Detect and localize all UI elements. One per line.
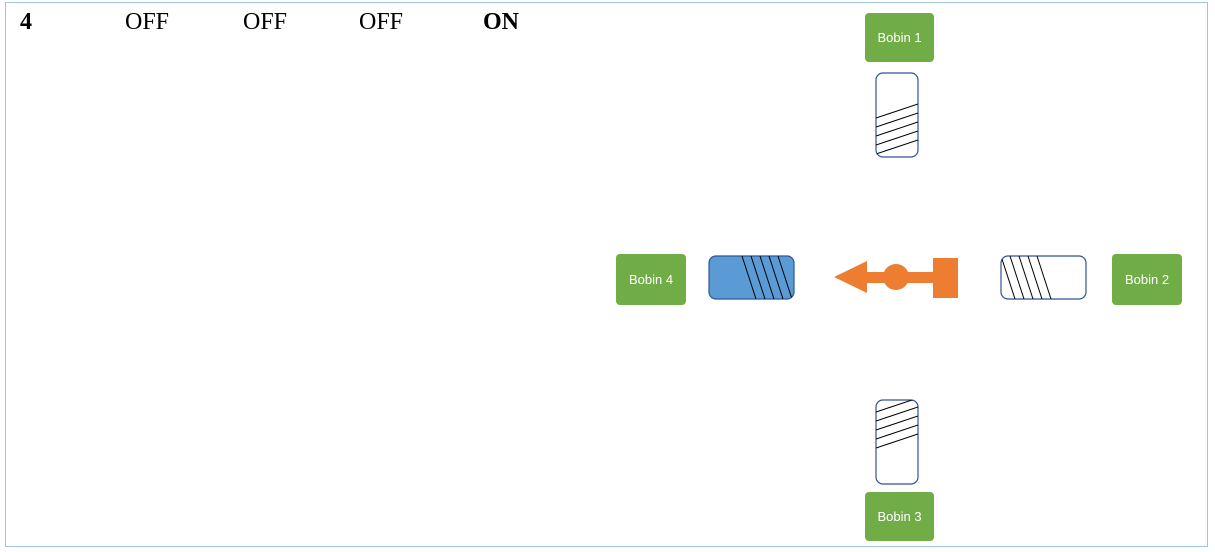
coil4-state: ON	[483, 9, 519, 35]
bobin-3-label: Bobin 3	[865, 492, 934, 541]
step-number: 4	[20, 9, 32, 35]
rotor-arrow	[834, 258, 958, 298]
coil2-state: OFF	[243, 9, 288, 35]
coil3-state: OFF	[359, 9, 404, 35]
bobin-2-label: Bobin 2	[1112, 254, 1182, 305]
table-divider	[603, 2, 1208, 3]
coil-left-active	[708, 255, 795, 300]
bobin-1-label: Bobin 1	[865, 13, 934, 62]
coil-top	[875, 72, 919, 158]
coil-bottom	[875, 399, 919, 485]
coil-right	[1000, 255, 1087, 300]
bobin-4-label: Bobin 4	[616, 254, 686, 305]
coil1-state: OFF	[125, 9, 170, 35]
